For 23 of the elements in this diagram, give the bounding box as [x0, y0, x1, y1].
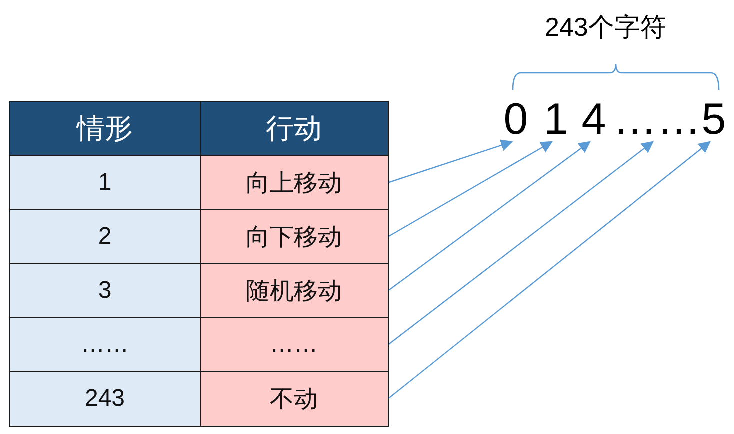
- arrow: [388, 141, 711, 400]
- table-cell: 不动: [200, 371, 388, 426]
- code-character: ……: [612, 98, 702, 142]
- arrow: [388, 141, 591, 292]
- code-character: 1: [542, 98, 570, 142]
- table-cell: 3: [9, 263, 201, 318]
- arrow: [388, 140, 514, 184]
- table-cell: 2: [9, 209, 201, 264]
- arrow: [388, 141, 554, 238]
- table-cell: 1: [9, 155, 201, 210]
- table-cell: 向上移动: [200, 155, 388, 210]
- code-character: 0: [502, 98, 530, 142]
- table-cell: ……: [9, 317, 201, 372]
- header-cell: 行动: [200, 101, 388, 156]
- code-character: 4: [580, 98, 608, 142]
- table-cell: 向下移动: [200, 209, 388, 264]
- brace-label: 243个字符: [545, 11, 666, 44]
- header-cell: 情形: [9, 101, 201, 156]
- arrow: [388, 141, 654, 346]
- table-cell: ……: [200, 317, 388, 372]
- table-cell: 随机移动: [200, 263, 388, 318]
- table-cell: 243: [9, 371, 201, 426]
- code-character: 5: [700, 98, 728, 142]
